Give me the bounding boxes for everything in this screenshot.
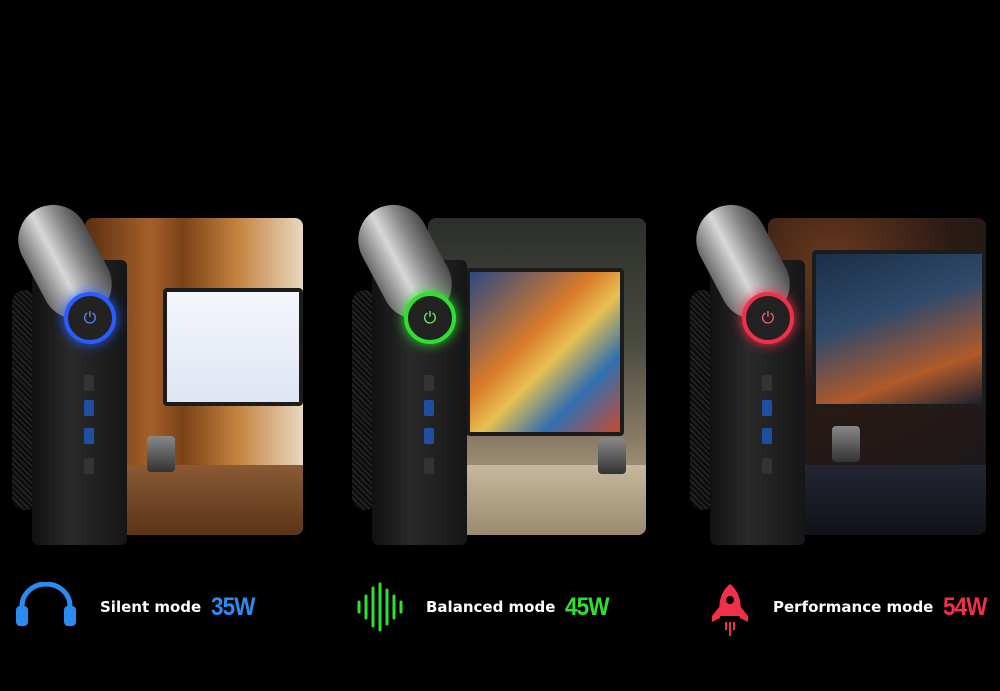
rocket-icon	[712, 584, 748, 636]
monitor	[163, 288, 303, 406]
mini-pc-device-silent: ⏻	[5, 192, 130, 545]
power-button-icon: ⏻	[742, 292, 794, 344]
usb-port	[762, 400, 772, 416]
mode-power: 45W	[565, 592, 609, 621]
usb-port	[84, 400, 94, 416]
monitor	[812, 250, 986, 408]
power-button-icon: ⏻	[64, 292, 116, 344]
audio-port	[84, 458, 94, 474]
mini-pc	[598, 438, 626, 474]
mini-pc	[147, 436, 175, 472]
usb-port	[84, 428, 94, 444]
usb-port	[424, 428, 434, 444]
audio-port	[424, 458, 434, 474]
balanced-mode-label: Balanced mode 45W	[426, 585, 614, 629]
port	[84, 375, 94, 391]
headphones-icon	[16, 582, 76, 626]
mini-pc-device-performance: ⏻	[683, 192, 808, 545]
usb-port	[762, 428, 772, 444]
mode-power: 35W	[211, 592, 255, 621]
mode-power: 54W	[943, 592, 987, 621]
audio-port	[762, 458, 772, 474]
mode-name: Silent mode	[100, 598, 202, 616]
sound-wave-icon	[357, 582, 403, 632]
performance-mode-label: Performance mode 54W	[773, 585, 992, 629]
mini-pc-device-balanced: ⏻	[345, 192, 470, 545]
usb-port	[424, 400, 434, 416]
silent-mode-label: Silent mode 35W	[100, 585, 260, 629]
mode-name: Balanced mode	[426, 598, 556, 616]
port	[762, 375, 772, 391]
port	[424, 375, 434, 391]
mini-pc	[832, 426, 860, 462]
power-button-icon: ⏻	[404, 292, 456, 344]
monitor	[466, 268, 624, 436]
mode-name: Performance mode	[773, 598, 934, 616]
